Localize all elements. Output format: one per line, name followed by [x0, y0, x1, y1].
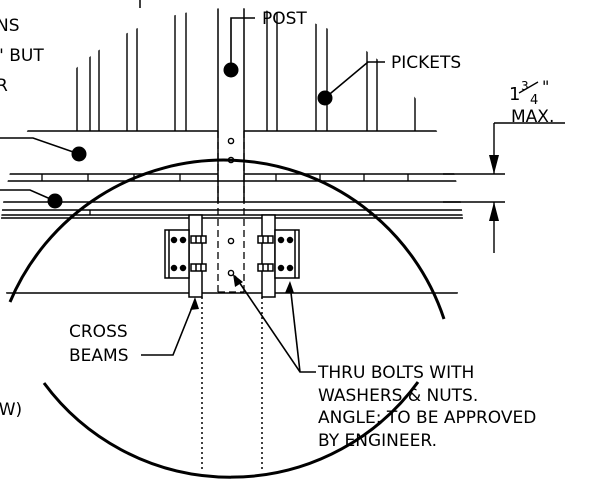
- rails: [0, 130, 464, 294]
- dimension-line: [443, 122, 565, 253]
- label-bolts-3: ANGLE: TO BE APPROVED: [318, 408, 536, 428]
- dim-whole: 1: [509, 84, 520, 105]
- cutoff-text-1: NS: [0, 16, 20, 36]
- hidden-post-extension: [217, 131, 245, 293]
- dimension-arrows: [489, 155, 499, 221]
- dim-fraction-bar: [518, 81, 539, 94]
- detail-circle-outline: [8, 158, 446, 320]
- dim-max: MAX.: [511, 107, 554, 127]
- detail-circle-outline-lower: [42, 381, 420, 479]
- angle-bracket-left: [164, 229, 207, 279]
- cross-beam-left: [188, 214, 203, 472]
- dim-denominator: 4: [530, 93, 538, 108]
- label-bolts-1: THRU BOLTS WITH: [317, 363, 474, 383]
- cross-beam-right: [261, 214, 276, 472]
- dim-unit: ": [542, 77, 549, 96]
- cutoff-text-4: EW): [0, 400, 22, 420]
- label-cross: CROSS: [69, 322, 128, 342]
- label-bolts-4: BY ENGINEER.: [318, 431, 437, 451]
- label-beams: BEAMS: [69, 346, 129, 366]
- rail-ticks: [41, 174, 409, 215]
- dimension-label: 1 3 4 " MAX.: [509, 77, 554, 127]
- label-bolts-2: WASHERS & NUTS.: [318, 386, 478, 406]
- leader-lines: [0, 17, 385, 373]
- cutoff-text-2: " BUT: [0, 46, 44, 66]
- angle-bracket-right: [257, 229, 300, 279]
- dim-numerator: 3: [521, 79, 529, 93]
- label-pickets: PICKETS: [391, 53, 461, 73]
- cutoff-text-3: R: [0, 76, 8, 96]
- label-post: POST: [262, 9, 307, 29]
- arrowheads: [190, 274, 294, 310]
